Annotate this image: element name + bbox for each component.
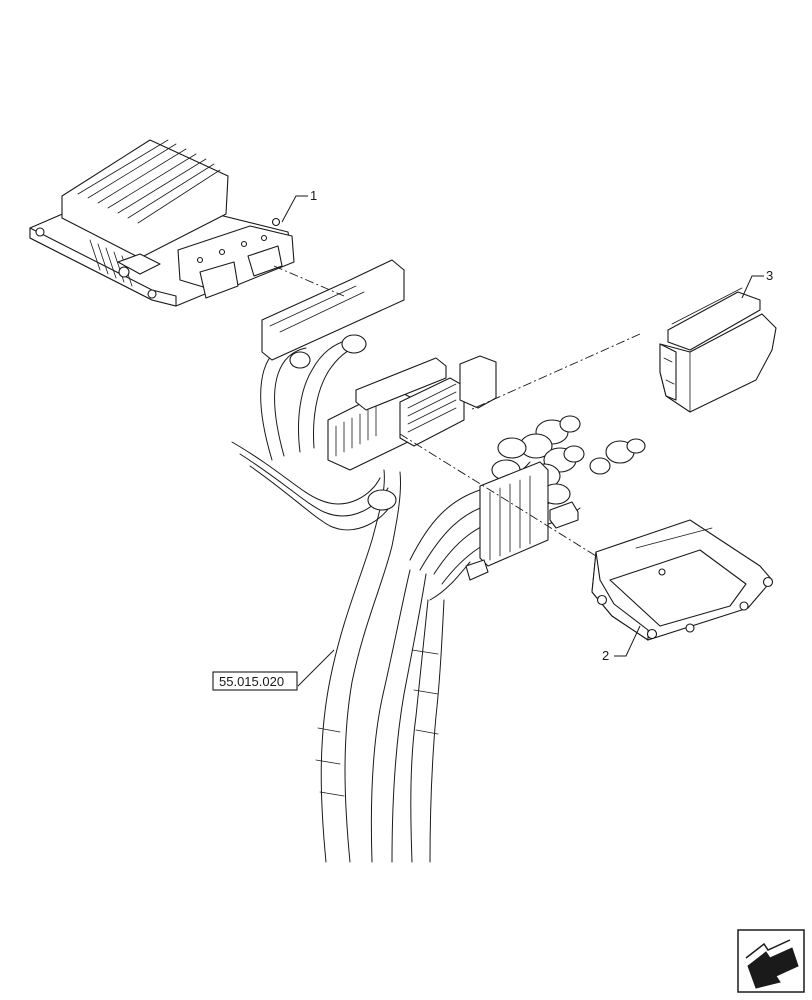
callout-leaders [281, 195, 764, 687]
callout-1: 1 [310, 188, 317, 203]
ecu-module-1 [29, 139, 295, 307]
callout-3: 3 [766, 268, 773, 283]
ecu-module-2 [591, 519, 774, 641]
reference-label: 55.015.020 [219, 674, 284, 689]
reference-box[interactable]: 55.015.020 [212, 671, 298, 691]
control-module-3 [659, 287, 777, 413]
assembly-lines [273, 265, 641, 557]
arrow-icon[interactable] [737, 929, 805, 993]
harness-connectors [261, 259, 646, 581]
callout-2: 2 [602, 648, 609, 663]
